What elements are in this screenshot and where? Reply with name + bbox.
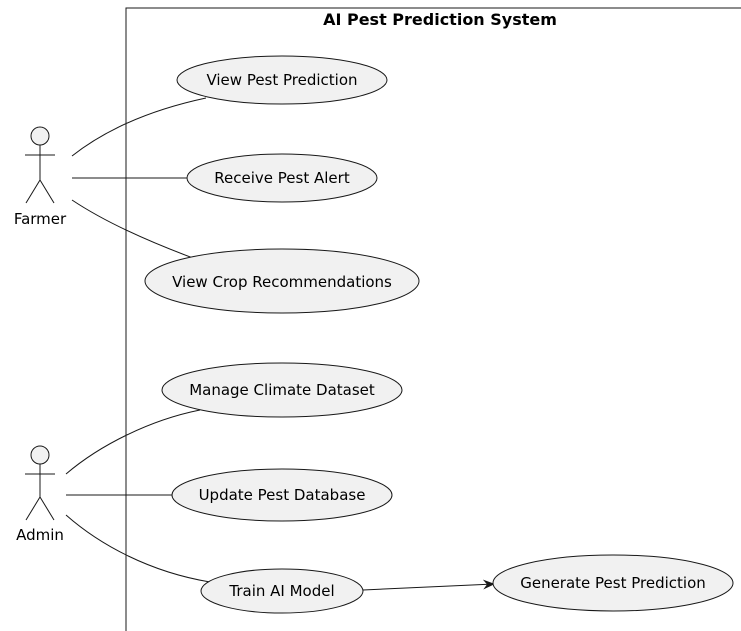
admin-right-leg (39, 496, 55, 521)
association-admin-train-ai-model (65, 514, 211, 583)
association-admin-manage-climate-dataset (65, 409, 201, 475)
farmer-left-leg (25, 179, 41, 204)
arrow-train-to-generate (362, 579, 495, 591)
use-case-receive-pest-alert: Receive Pest Alert (186, 153, 378, 203)
admin-left-leg (25, 496, 41, 521)
use-case-manage-climate-dataset: Manage Climate Dataset (161, 362, 403, 418)
use-case-label: Update Pest Database (199, 486, 366, 504)
admin-head-icon (30, 445, 50, 465)
use-case-label: Manage Climate Dataset (189, 381, 375, 399)
use-case-train-ai-model: Train AI Model (200, 568, 364, 614)
farmer-head-icon (30, 126, 50, 146)
use-case-generate-pest-prediction: Generate Pest Prediction (492, 554, 734, 612)
use-case-view-pest-prediction: View Pest Prediction (176, 55, 388, 105)
use-case-view-crop-recommendations: View Crop Recommendations (144, 248, 420, 314)
farmer-right-leg (39, 179, 55, 204)
association-farmer-view-pest-prediction (71, 97, 207, 157)
farmer-label: Farmer (14, 210, 67, 228)
use-case-label: View Crop Recommendations (172, 273, 392, 291)
use-case-label: Receive Pest Alert (214, 169, 350, 187)
actor-farmer: Farmer (14, 126, 67, 228)
use-case-label: View Pest Prediction (206, 71, 357, 89)
association-farmer-view-crop-recommendations (71, 199, 194, 259)
actor-admin: Admin (16, 445, 64, 544)
use-case-label: Generate Pest Prediction (520, 574, 706, 592)
system-boundary (125, 7, 741, 631)
use-case-label: Train AI Model (228, 582, 334, 600)
system-title: AI Pest Prediction System (323, 10, 557, 29)
admin-label: Admin (16, 526, 64, 544)
use-case-update-pest-database: Update Pest Database (171, 468, 393, 522)
